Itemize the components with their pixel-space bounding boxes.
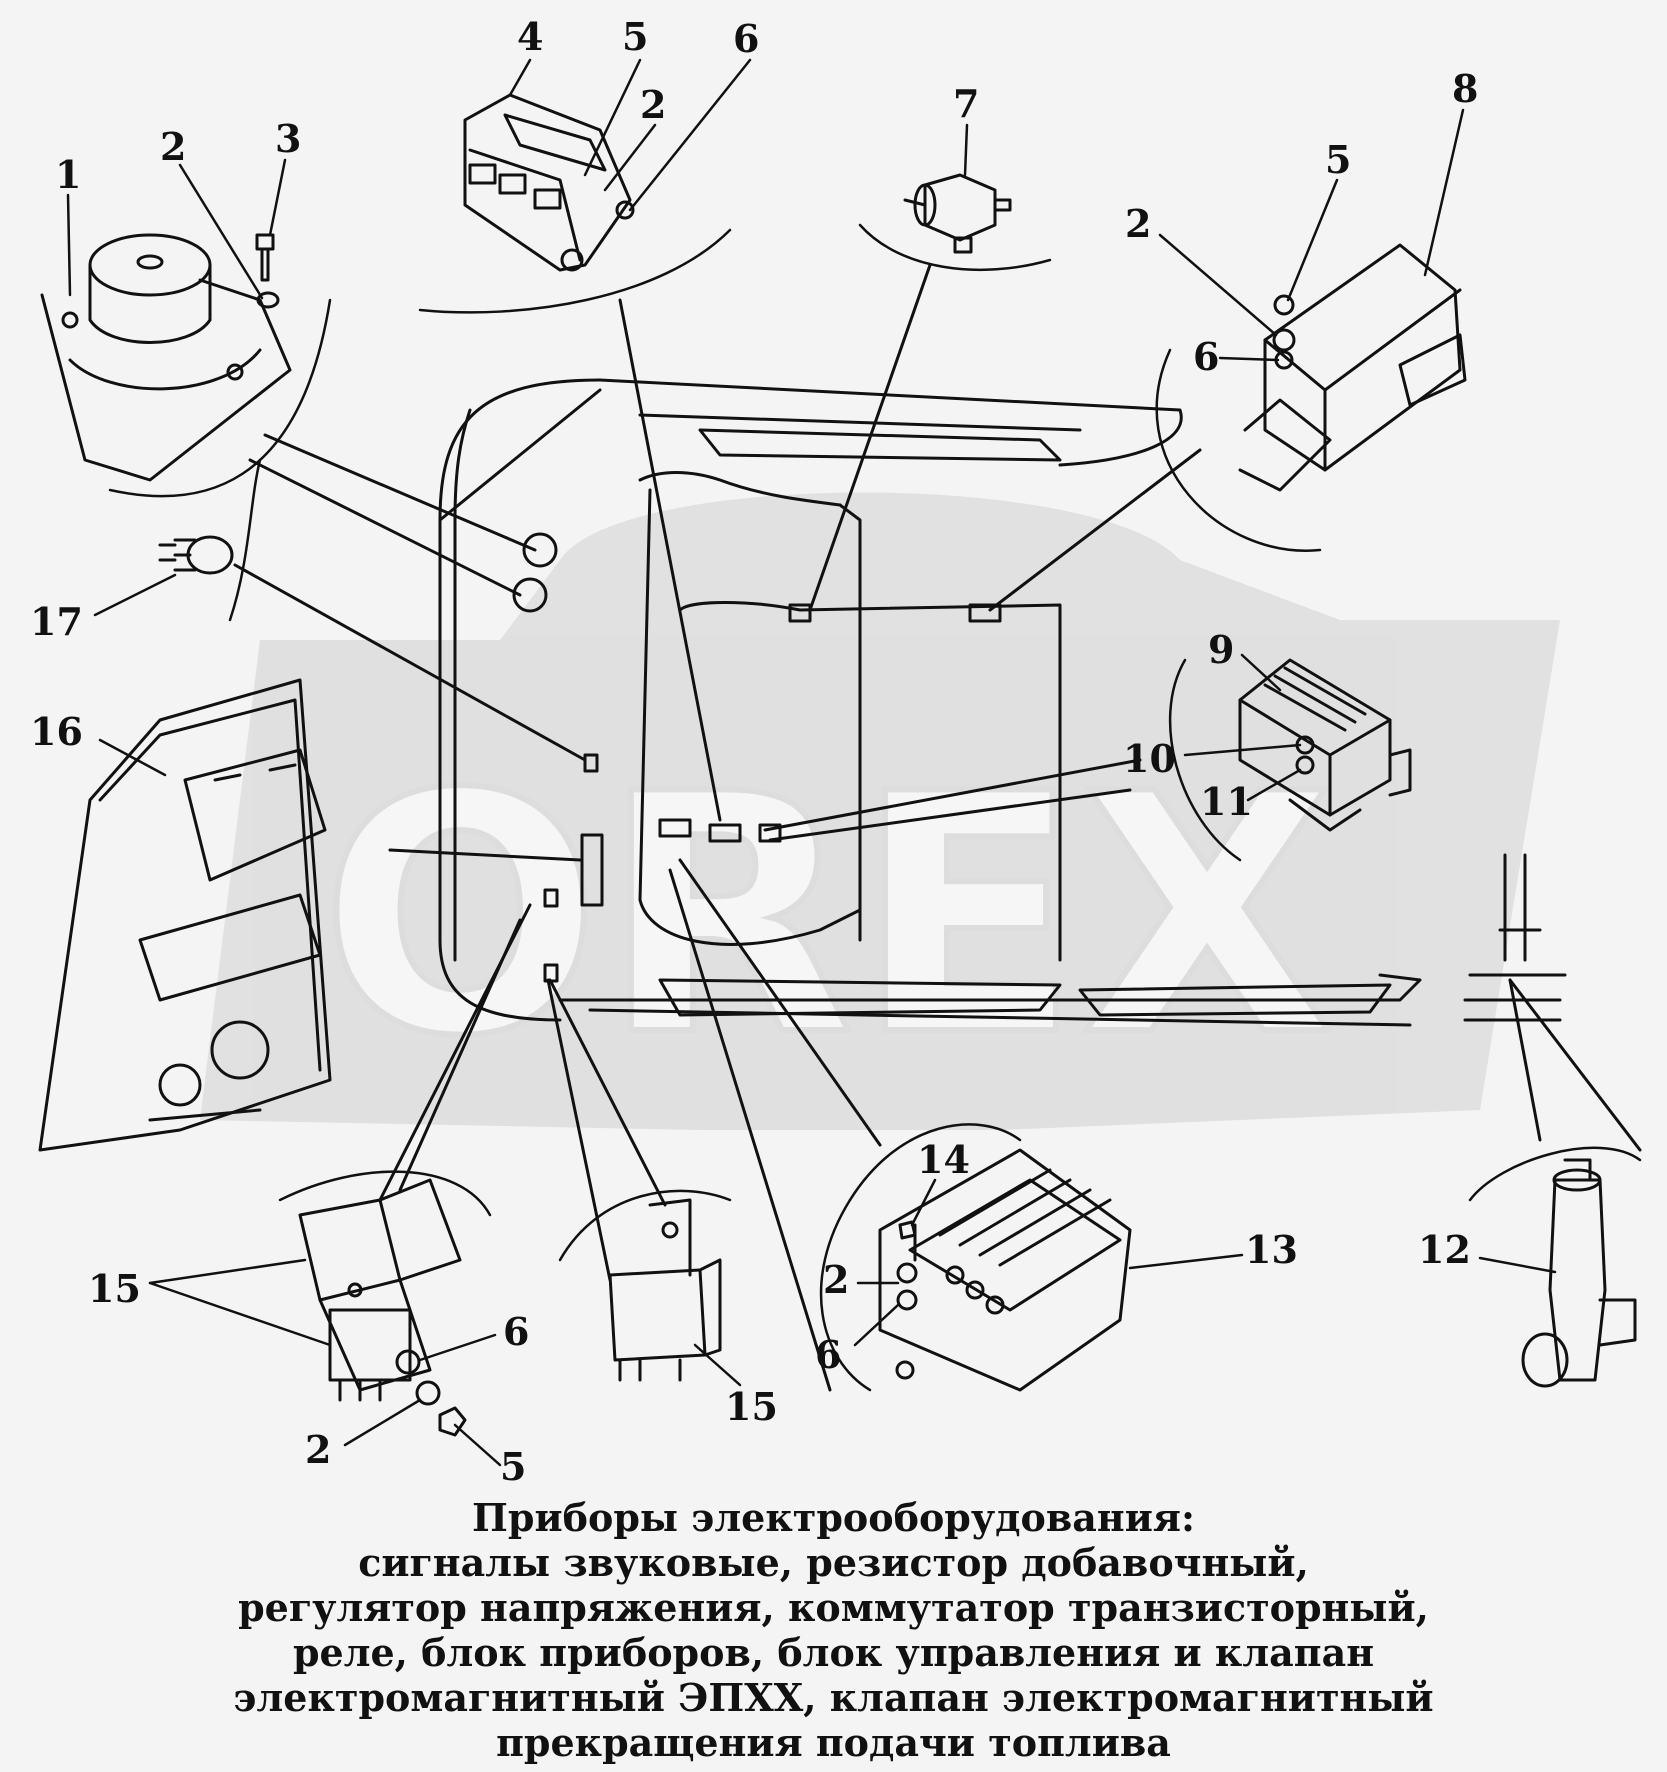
callout-5: 5 (622, 14, 648, 59)
callout-15: 15 (88, 1266, 141, 1311)
connectors (512, 532, 1002, 983)
callout-leaders (66, 58, 1557, 1467)
washer-2-left (415, 1380, 441, 1406)
watermark: OREX (200, 492, 1560, 1130)
callout-2: 2 (823, 1257, 849, 1302)
horn-1 (40, 233, 292, 482)
callout-12: 12 (1418, 1227, 1471, 1272)
callout-labels: 1 2 3 4 5 2 6 7 8 5 2 6 17 16 9 10 11 14… (30, 14, 1478, 1489)
caption-line: электромагнитный ЭПХХ, клапан электромаг… (233, 1675, 1434, 1720)
commutator-13 (878, 1148, 1132, 1392)
caption-line: Приборы электрооборудования: (472, 1495, 1195, 1540)
callout-10: 10 (1123, 736, 1176, 781)
caption: Приборы электрооборудования: сигналы зву… (0, 1495, 1667, 1765)
wiring-leaders (233, 263, 1642, 1392)
callout-6: 6 (733, 16, 759, 61)
callout-7: 7 (953, 81, 979, 126)
callout-2: 2 (1125, 201, 1151, 246)
instrument-panel-16 (38, 678, 332, 1152)
callout-6: 6 (503, 1309, 529, 1354)
callout-5: 5 (500, 1444, 526, 1489)
relay-15-left (298, 1178, 462, 1402)
bolt-14 (898, 1220, 917, 1240)
callout-15: 15 (725, 1384, 778, 1429)
callout-3: 3 (275, 116, 301, 161)
bolt-3 (255, 233, 275, 282)
watermark-text: OREX (320, 724, 1335, 1108)
caption-line: сигналы звуковые, резистор добавочный, (358, 1540, 1309, 1585)
callout-2: 2 (160, 124, 186, 169)
callout-6: 6 (815, 1332, 841, 1377)
callout-6: 6 (1193, 334, 1219, 379)
callout-16: 16 (30, 709, 83, 754)
callout-5: 5 (1325, 137, 1351, 182)
washer-2-right (896, 1262, 918, 1284)
callout-2: 2 (305, 1427, 331, 1472)
callout-17: 17 (30, 599, 83, 644)
cab-outline (438, 378, 1422, 1027)
regulator-4 (463, 93, 635, 272)
caption-line: реле, блок приборов, блок управления и к… (292, 1630, 1375, 1675)
caption-line: регулятор напряжения, коммутатор транзис… (238, 1585, 1429, 1630)
caption-line: прекращения подачи топлива (496, 1720, 1171, 1765)
control-unit-8 (1238, 243, 1467, 492)
washer-6-left (395, 1349, 421, 1375)
washer-6-right (896, 1289, 918, 1311)
resistor-17 (158, 535, 234, 575)
callout-11: 11 (1200, 779, 1253, 824)
callout-8: 8 (1452, 66, 1478, 111)
callout-14: 14 (917, 1137, 970, 1182)
part-arcs (108, 223, 1642, 1392)
nut-5-left (438, 1406, 467, 1437)
valve-7 (903, 173, 1012, 254)
callout-4: 4 (517, 14, 543, 59)
washer-2 (256, 291, 280, 309)
callout-13: 13 (1245, 1227, 1298, 1272)
callout-1: 1 (55, 152, 81, 197)
regulator-9 (1238, 658, 1412, 832)
callout-9: 9 (1208, 627, 1234, 672)
callout-2: 2 (640, 82, 666, 127)
